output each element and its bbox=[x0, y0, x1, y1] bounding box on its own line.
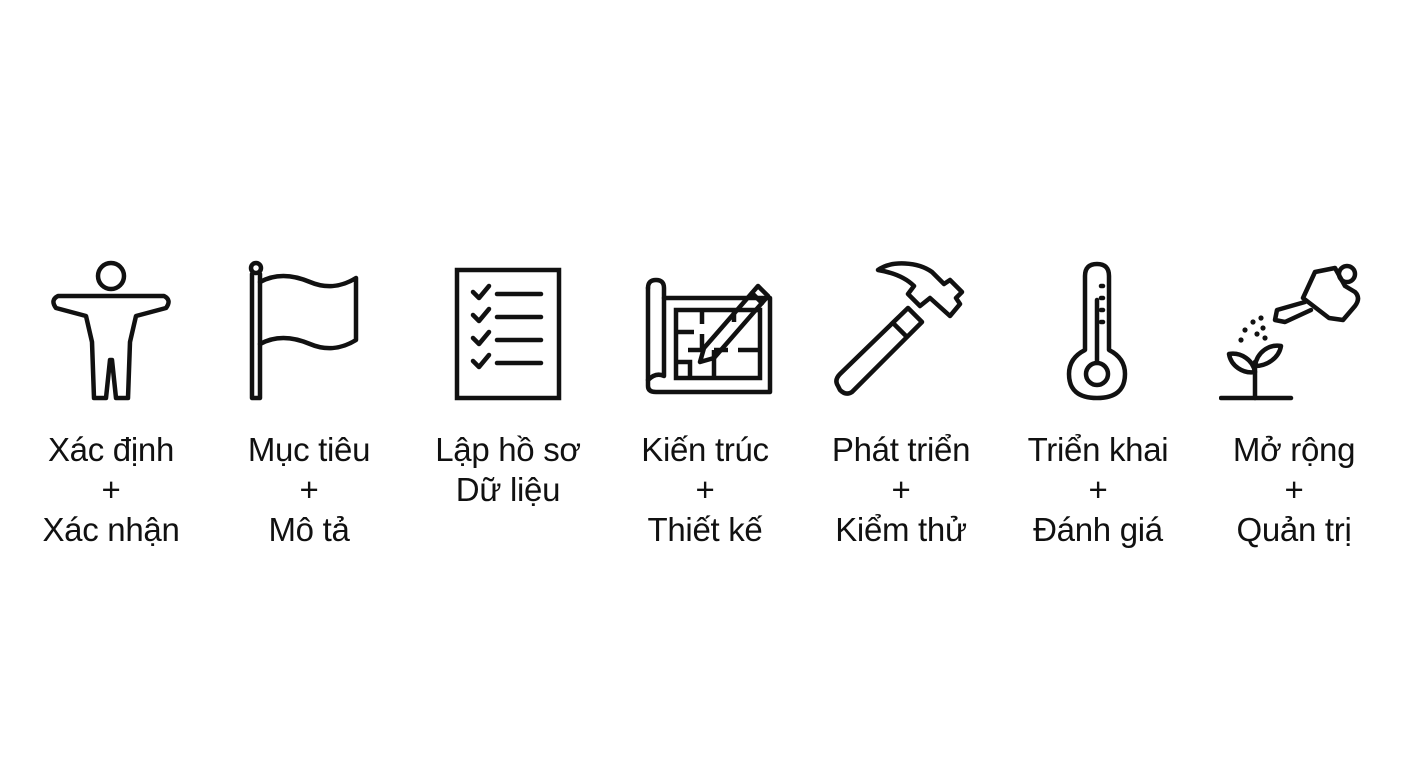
label-line: Kiểm thử bbox=[835, 511, 967, 548]
label-line: Kiến trúc bbox=[641, 431, 769, 468]
label-line: Mở rộng bbox=[1232, 431, 1356, 468]
step-define-confirm: Xác định + Xác nhận bbox=[13, 258, 209, 550]
label-plus: + bbox=[1088, 471, 1108, 508]
label-line: Đánh giá bbox=[1033, 511, 1163, 548]
flag-icon bbox=[234, 258, 384, 408]
step-label: Lập hồ sơ Dữ liệu bbox=[435, 430, 581, 510]
watering-can-plant-icon bbox=[1219, 258, 1369, 408]
label-line: Xác định bbox=[47, 431, 174, 468]
label-line: Mục tiêu bbox=[247, 431, 371, 468]
label-line: Thiết kế bbox=[647, 511, 763, 548]
person-outline-icon bbox=[36, 258, 186, 408]
label-line: Triển khai bbox=[1027, 431, 1169, 468]
label-plus: + bbox=[1284, 471, 1304, 508]
label-line: Lập hồ sơ bbox=[435, 431, 581, 468]
step-scale-govern: Mở rộng + Quản trị bbox=[1196, 258, 1392, 550]
step-data-profile: Lập hồ sơ Dữ liệu bbox=[410, 258, 606, 510]
label-line: Quản trị bbox=[1236, 511, 1352, 548]
label-plus: + bbox=[101, 471, 121, 508]
hammer-icon bbox=[826, 258, 976, 408]
label-plus: + bbox=[695, 471, 715, 508]
step-label: Triển khai + Đánh giá bbox=[1028, 430, 1169, 550]
label-line: Phát triển bbox=[831, 431, 971, 468]
label-plus: + bbox=[299, 471, 319, 508]
label-line: Xác nhận bbox=[42, 511, 180, 548]
blueprint-pencil-icon bbox=[630, 258, 780, 408]
checklist-icon bbox=[433, 258, 583, 408]
step-deploy-evaluate: Triển khai + Đánh giá bbox=[1000, 258, 1196, 550]
step-architecture-design: Kiến trúc + Thiết kế bbox=[607, 258, 803, 550]
step-label: Mục tiêu + Mô tả bbox=[247, 430, 371, 550]
step-goal-describe: Mục tiêu + Mô tả bbox=[211, 258, 407, 550]
step-label: Phát triển + Kiểm thử bbox=[831, 430, 971, 550]
step-develop-test: Phát triển + Kiểm thử bbox=[803, 258, 999, 550]
label-line: Dữ liệu bbox=[455, 471, 561, 508]
step-label: Mở rộng + Quản trị bbox=[1232, 430, 1356, 550]
label-plus: + bbox=[891, 471, 911, 508]
step-label: Kiến trúc + Thiết kế bbox=[641, 430, 769, 550]
step-label: Xác định + Xác nhận bbox=[42, 430, 179, 550]
label-line: Mô tả bbox=[268, 511, 350, 548]
thermometer-icon bbox=[1023, 258, 1173, 408]
